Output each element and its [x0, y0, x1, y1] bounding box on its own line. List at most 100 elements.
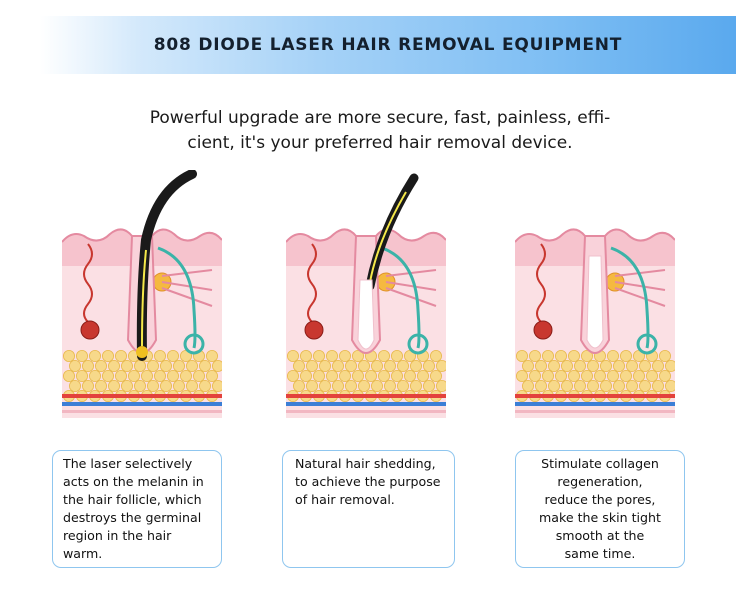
- fat-cell: [198, 359, 211, 372]
- step-3-line: regeneration,: [557, 474, 643, 489]
- fat-cell: [384, 379, 397, 392]
- step-2-line: Natural hair shedding,: [295, 456, 436, 471]
- nerve-fiber: [307, 243, 317, 323]
- fat-cell: [305, 359, 318, 372]
- fat-cell: [555, 349, 568, 362]
- fat-cell: [639, 359, 652, 372]
- fat-cell: [633, 369, 646, 382]
- step-3-line: reduce the pores,: [544, 492, 656, 507]
- fat-cell: [516, 369, 528, 382]
- skin-illustration-laser: [62, 170, 222, 432]
- step-description-shedding: Natural hair shedding, to achieve the pu…: [282, 450, 455, 568]
- fat-cell: [548, 359, 561, 372]
- fat-cell: [645, 369, 658, 382]
- fat-cell: [326, 369, 339, 382]
- fat-cell: [75, 349, 88, 362]
- fat-cell: [160, 379, 173, 392]
- step-1-line: region in the hair: [63, 528, 172, 543]
- step-description-laser: The laser selectively acts on the melani…: [52, 450, 222, 568]
- fat-cell: [293, 359, 305, 372]
- fat-cell: [658, 349, 671, 362]
- step-1-line: The laser selectively: [63, 456, 193, 471]
- step-1-line: acts on the melanin in: [63, 474, 204, 489]
- duct: [381, 246, 421, 349]
- fat-cell: [63, 369, 75, 382]
- fat-cell: [312, 349, 325, 362]
- fat-cell: [365, 369, 378, 382]
- fat-cell: [115, 349, 128, 362]
- fat-cell: [561, 359, 574, 372]
- intro-line-1: Powerful upgrade are more secure, fast, …: [149, 108, 611, 128]
- fat-cell: [173, 359, 186, 372]
- fat-cell: [88, 369, 101, 382]
- fat-cell: [651, 359, 664, 372]
- fat-cell: [88, 349, 101, 362]
- fat-cell: [352, 349, 365, 362]
- fat-cell: [108, 359, 121, 372]
- fat-cell: [305, 379, 318, 392]
- fat-cell: [528, 369, 541, 382]
- fat-cell: [568, 349, 581, 362]
- fat-cell: [626, 359, 639, 372]
- fat-cell: [63, 349, 75, 362]
- fat-cell: [639, 379, 652, 392]
- fat-cell: [568, 369, 581, 382]
- fat-cell: [186, 379, 199, 392]
- fat-cell: [299, 349, 312, 362]
- fat-cell: [160, 359, 173, 372]
- fat-cell: [75, 369, 88, 382]
- fat-cell: [212, 360, 222, 372]
- fat-cell: [665, 360, 675, 372]
- fat-cell: [358, 379, 371, 392]
- fat-cell: [339, 369, 352, 382]
- fat-cell: [581, 369, 594, 382]
- fat-cell: [102, 349, 115, 362]
- fat-cell: [319, 359, 332, 372]
- fat-cell: [345, 359, 358, 372]
- fat-cell: [594, 369, 607, 382]
- fat-layer: [516, 349, 675, 402]
- step-1-line: the hair follicle, which: [63, 492, 202, 507]
- fat-cell: [95, 359, 108, 372]
- fat-cell: [371, 379, 384, 392]
- fat-cell: [147, 359, 160, 372]
- fat-cell: [102, 369, 115, 382]
- fat-cell: [205, 369, 218, 382]
- duct: [610, 246, 650, 349]
- step-3-line: Stimulate collagen: [541, 456, 659, 471]
- fat-cell: [378, 369, 391, 382]
- gland-coil: [636, 333, 658, 355]
- fat-cell: [555, 369, 568, 382]
- fat-cell: [574, 379, 587, 392]
- fat-layer: [287, 349, 446, 402]
- fat-cell: [81, 379, 94, 392]
- fat-cell: [69, 379, 81, 392]
- fat-cell: [384, 359, 397, 372]
- fat-cell: [192, 369, 205, 382]
- fat-cell: [212, 380, 222, 392]
- fat-cell: [332, 379, 345, 392]
- fat-cell: [410, 379, 423, 392]
- step-1-line: destroys the germinal: [63, 510, 202, 525]
- artery: [286, 394, 446, 398]
- sweat-gland: [80, 320, 100, 340]
- fat-cell: [121, 379, 134, 392]
- fat-cell: [404, 369, 417, 382]
- fat-cell: [607, 369, 620, 382]
- fat-cell: [173, 379, 186, 392]
- fat-cell: [397, 359, 410, 372]
- skin-illustration-shedding: [286, 170, 446, 432]
- step-3-line: smooth at the: [555, 528, 645, 543]
- fat-cell: [108, 379, 121, 392]
- fat-cell: [205, 349, 218, 362]
- gland-coil: [407, 333, 429, 355]
- fat-cell: [613, 359, 626, 372]
- skin-illustration-regeneration: [515, 170, 675, 432]
- fat-layer: [63, 349, 222, 402]
- step-description-regeneration: Stimulate collagen regeneration, reduce …: [515, 450, 685, 568]
- step-2-line: to achieve the purpose: [295, 474, 441, 489]
- fat-cell: [600, 379, 613, 392]
- fat-cell: [626, 379, 639, 392]
- fat-cell: [293, 379, 305, 392]
- vein: [286, 402, 446, 406]
